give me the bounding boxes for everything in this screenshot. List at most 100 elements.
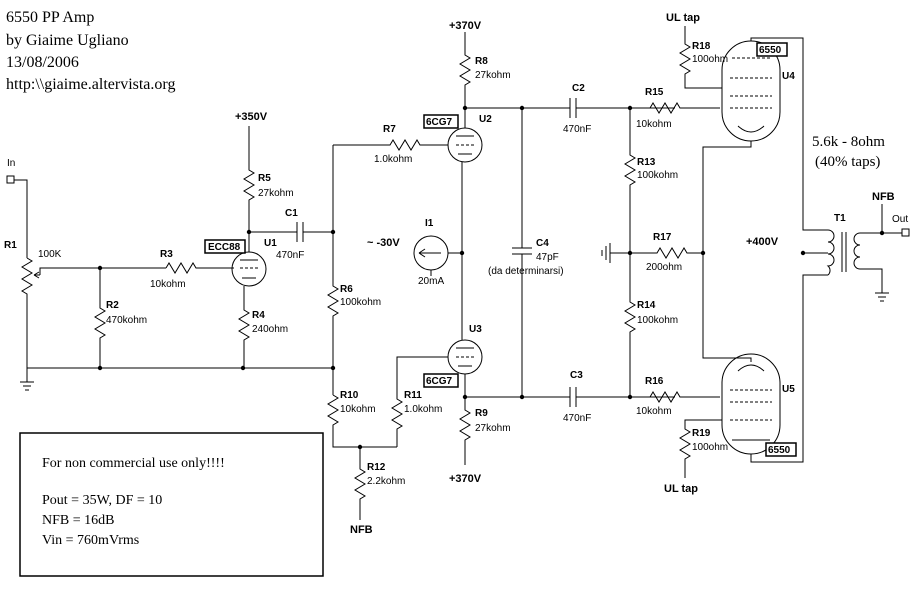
rail-400v: +400V xyxy=(746,236,779,248)
u4-plate-wire xyxy=(750,37,828,231)
junction xyxy=(800,250,806,256)
c1-capacitor[interactable] xyxy=(249,222,333,242)
cathode-bus-wire xyxy=(702,141,752,362)
input-terminal[interactable] xyxy=(6,175,15,184)
r13-resistor[interactable] xyxy=(624,108,636,253)
ul-tap-bottom: UL tap xyxy=(664,483,698,495)
c4-note: (da determinarsi) xyxy=(488,266,564,277)
r9-resistor[interactable] xyxy=(459,397,471,465)
c3-value: 470nF xyxy=(563,413,591,424)
r1-wiper-wire xyxy=(39,267,166,275)
r18-ref: R18 xyxy=(692,41,711,52)
r8-resistor[interactable] xyxy=(459,32,471,108)
r5-ref: R5 xyxy=(258,173,271,184)
u4-tube[interactable] xyxy=(721,40,781,142)
ground-symbol xyxy=(20,368,34,391)
r2-value: 470kohm xyxy=(106,315,147,326)
r4-value: 240ohm xyxy=(252,324,288,335)
r8-value: 27kohm xyxy=(475,70,511,81)
r16-value: 10kohm xyxy=(636,406,672,417)
r1-value: 100K xyxy=(38,249,62,260)
r17-value: 200ohm xyxy=(646,262,682,273)
r2-resistor[interactable] xyxy=(94,268,106,368)
junction xyxy=(97,365,103,371)
u3-tube[interactable] xyxy=(447,339,483,375)
c4-capacitor[interactable] xyxy=(512,108,532,397)
u5-type: 6550 xyxy=(768,445,791,456)
u3-ref: U3 xyxy=(469,324,482,335)
u5-plate-wire xyxy=(750,274,828,463)
r15-resistor[interactable] xyxy=(630,102,720,114)
c2-capacitor[interactable] xyxy=(465,98,675,118)
u2-tube[interactable] xyxy=(447,127,483,163)
r11-resistor[interactable] xyxy=(391,356,448,447)
r10-resistor[interactable] xyxy=(327,394,397,448)
r11-ref: R11 xyxy=(404,390,422,401)
u2-type: 6CG7 xyxy=(426,117,453,128)
t1-transformer[interactable] xyxy=(826,229,861,276)
nfb-note: NFB = 16dB xyxy=(42,513,114,528)
i1-value: 20mA xyxy=(418,276,444,287)
r3-ref: R3 xyxy=(160,249,173,260)
r14-resistor[interactable] xyxy=(624,253,636,397)
u4-type-box xyxy=(756,42,788,57)
r5-resistor[interactable] xyxy=(243,126,255,232)
c1-ref: C1 xyxy=(285,208,298,219)
r18-resistor[interactable] xyxy=(679,26,722,89)
r15-ref: R15 xyxy=(645,87,664,98)
r2-ref: R2 xyxy=(106,300,119,311)
r14-ref: R14 xyxy=(637,300,656,311)
rail-370v-top: +370V xyxy=(449,20,482,32)
r14-value: 100kohm xyxy=(637,315,678,326)
r7-resistor[interactable] xyxy=(333,139,448,151)
r6-value: 100kohm xyxy=(340,297,381,308)
r1-potentiometer[interactable] xyxy=(21,257,33,370)
r18-value: 100ohm xyxy=(692,54,728,65)
r12-value: 2.2kohm xyxy=(367,476,405,487)
nfb-input-label: NFB xyxy=(350,524,373,536)
c2-value: 470nF xyxy=(563,124,591,135)
r9-ref: R9 xyxy=(475,408,488,419)
c3-capacitor[interactable] xyxy=(465,387,675,407)
r5-value: 27kohm xyxy=(258,188,294,199)
u1-type-box xyxy=(204,239,246,254)
c1-value: 470nF xyxy=(276,250,304,261)
r1-ref: R1 xyxy=(4,240,17,251)
u3-type: 6CG7 xyxy=(426,376,453,387)
r6-resistor[interactable] xyxy=(327,145,339,395)
r16-resistor[interactable] xyxy=(630,391,720,403)
r6-ref: R6 xyxy=(340,284,353,295)
author-url[interactable]: http:\\giaime.altervista.org xyxy=(6,76,175,93)
r4-resistor[interactable] xyxy=(238,300,250,368)
nfb-tap-wire xyxy=(860,204,883,234)
r19-value: 100ohm xyxy=(692,442,728,453)
power-note: Pout = 35W, DF = 10 xyxy=(42,493,162,508)
input-label: In xyxy=(7,158,15,169)
output-impedance-note: 5.6k - 8ohm xyxy=(812,134,885,150)
output-terminal[interactable] xyxy=(901,228,910,237)
r4-ref: R4 xyxy=(252,310,265,321)
u2-ref: U2 xyxy=(479,114,492,125)
c3-ref: C3 xyxy=(570,370,583,381)
u1-tube[interactable] xyxy=(231,251,267,287)
u5-tube[interactable] xyxy=(721,353,781,455)
bias-ground-symbol xyxy=(601,243,611,263)
r3-resistor[interactable] xyxy=(165,262,224,274)
output-ground-symbol xyxy=(860,268,889,302)
r1-wiper-arrow xyxy=(33,271,40,279)
r13-value: 100kohm xyxy=(637,170,678,181)
u2-type-box xyxy=(423,114,459,129)
schematic-title: 6550 PP Amp xyxy=(6,9,94,26)
r19-ref: R19 xyxy=(692,428,711,439)
r13-ref: R13 xyxy=(637,157,656,168)
r17-resistor[interactable] xyxy=(610,247,703,259)
r10-value: 10kohm xyxy=(340,404,376,415)
r10-ref: R10 xyxy=(340,390,359,401)
nfb-output-label: NFB xyxy=(872,191,895,203)
i1-ref: I1 xyxy=(425,218,434,229)
r19-resistor[interactable] xyxy=(679,419,722,478)
r9-value: 27kohm xyxy=(475,423,511,434)
i1-arrow xyxy=(418,248,441,258)
r12-resistor[interactable] xyxy=(354,447,366,520)
